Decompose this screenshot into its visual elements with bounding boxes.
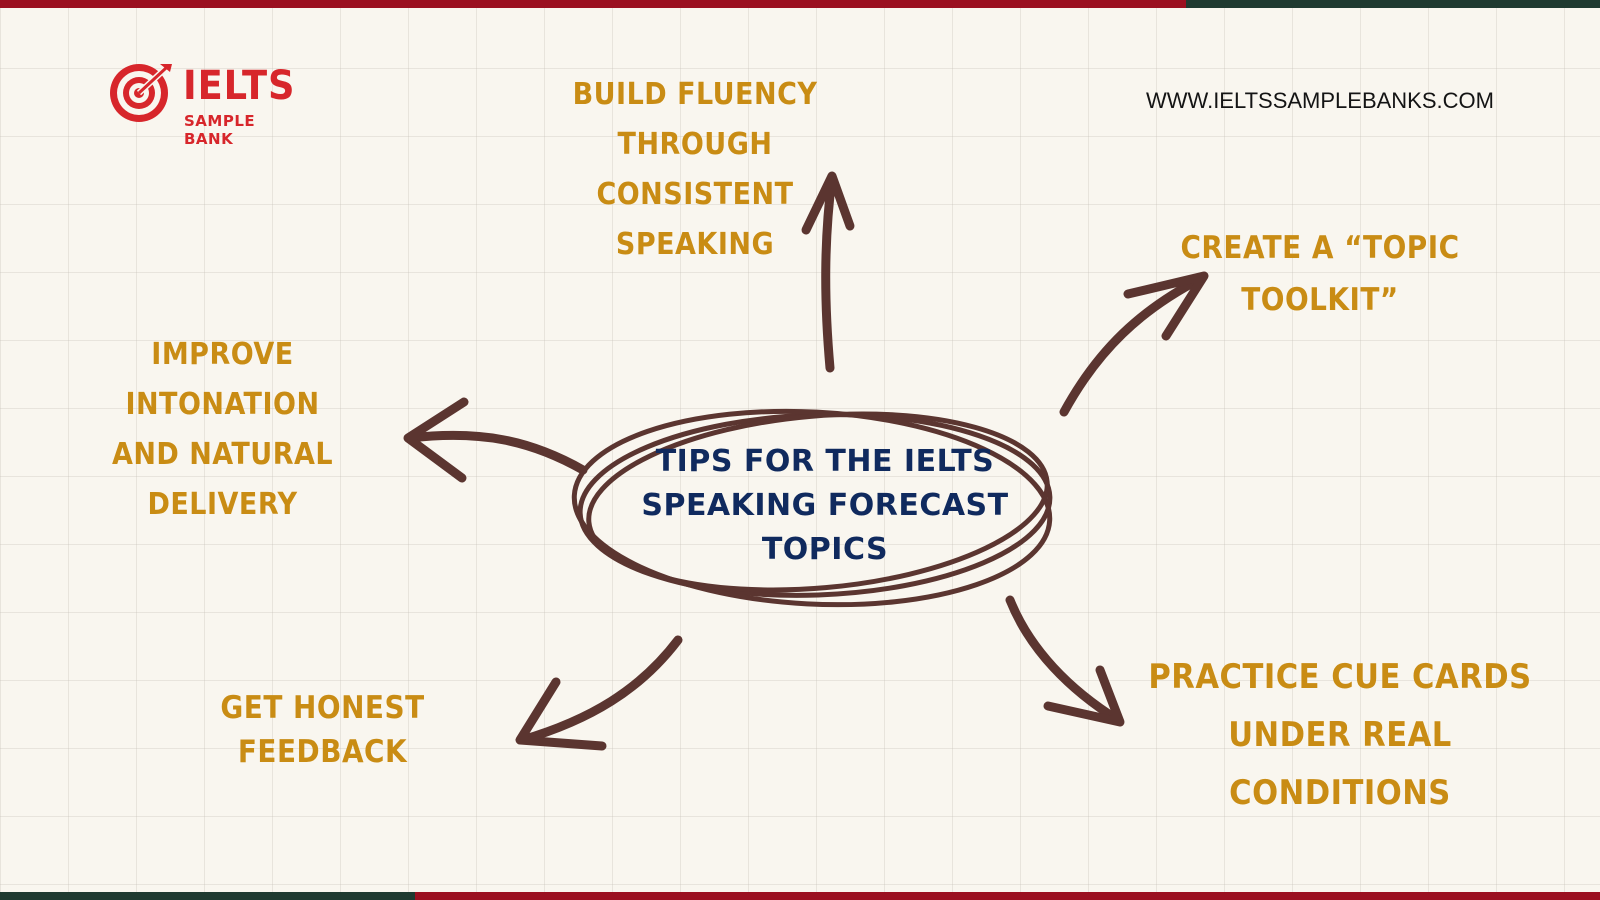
center-ellipse-stroke-3: [586, 411, 1050, 593]
logo-word: IELTS: [183, 63, 296, 109]
target-icon: [110, 64, 172, 122]
tip-build-fluency: BUILD FLUENCY THROUGH CONSISTENT SPEAKIN…: [520, 70, 870, 270]
arrow-to-toolkit: [1059, 271, 1209, 417]
top-accent-bar-green: [1186, 0, 1600, 8]
center-ellipse-stroke-2: [571, 408, 1053, 608]
center-topic-title: TIPS FOR THE IELTS SPEAKING FORECAST TOP…: [640, 440, 1010, 572]
tip-line: UNDER REAL CONDITIONS: [1228, 715, 1452, 813]
center-title-line: SPEAKING FORECAST: [641, 488, 1009, 523]
tip-honest-feedback: GET HONEST FEEDBACK: [150, 686, 495, 774]
arrow-to-cue-cards: [1005, 595, 1125, 727]
tip-line: AND NATURAL DELIVERY: [111, 437, 334, 522]
bottom-accent-bar-red: [415, 892, 1600, 900]
arrow-to-intonation: [403, 397, 588, 483]
tip-line: BUILD FLUENCY THROUGH: [572, 77, 818, 162]
tip-practice-cue-cards: PRACTICE CUE CARDS UNDER REAL CONDITIONS: [1130, 648, 1550, 822]
tip-line: CREATE A “TOPIC: [1180, 230, 1460, 266]
bottom-accent-bar-green: [0, 892, 415, 900]
tip-topic-toolkit: CREATE A “TOPIC TOOLKIT”: [1170, 222, 1470, 326]
tip-line: TOOLKIT”: [1241, 282, 1399, 318]
tip-line: PRACTICE CUE CARDS: [1148, 657, 1532, 697]
ielts-logo: IELTS SAMPLE BANK: [108, 62, 308, 148]
center-title-line: TOPICS: [761, 532, 889, 567]
tip-line: CONSISTENT SPEAKING: [596, 177, 794, 262]
tip-line: GET HONEST FEEDBACK: [220, 690, 425, 770]
arrow-to-fluency: [801, 171, 855, 373]
website-url: WWW.IELTSSAMPLEBANKS.COM: [1146, 88, 1494, 113]
logo-subtitle: SAMPLE BANK: [184, 112, 256, 148]
arrow-to-feedback: [515, 635, 683, 751]
tip-improve-intonation: IMPROVE INTONATION AND NATURAL DELIVERY: [50, 330, 395, 530]
top-accent-bar-red: [0, 0, 1186, 8]
center-title-line: TIPS FOR THE IELTS: [655, 444, 995, 479]
tip-line: IMPROVE INTONATION: [125, 337, 320, 422]
